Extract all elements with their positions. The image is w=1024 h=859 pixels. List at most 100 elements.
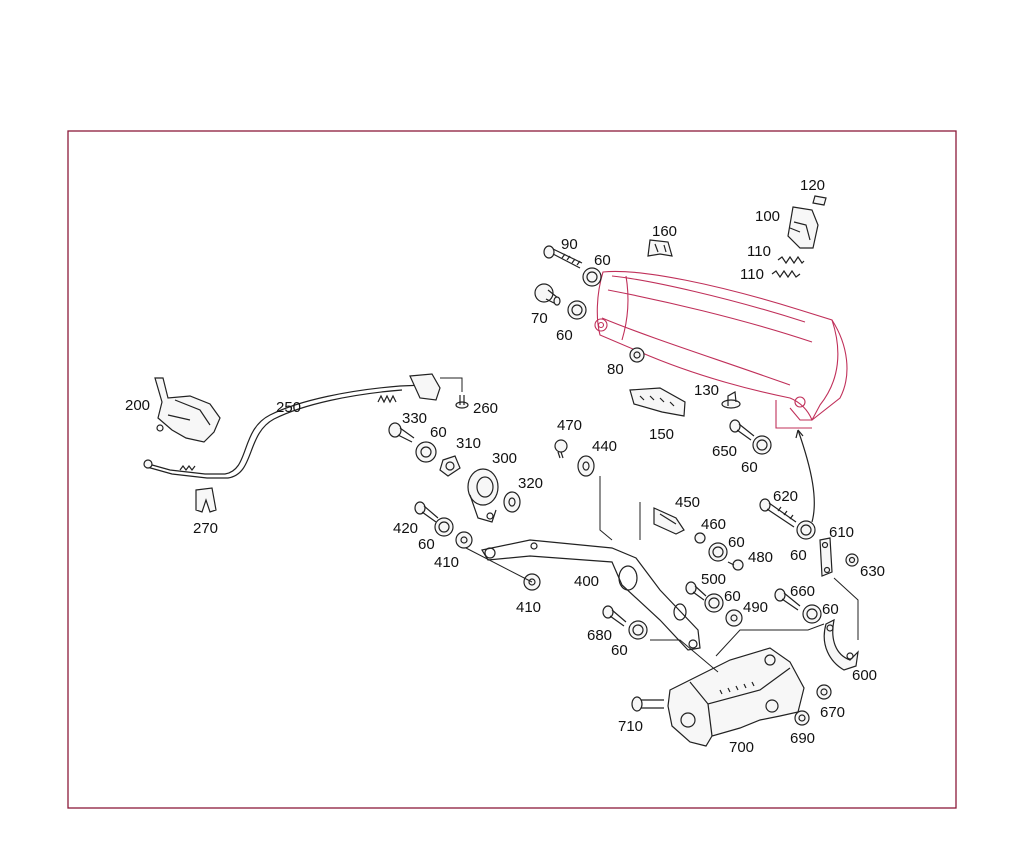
bush-60-shape-e [434, 517, 454, 537]
bolt-710-shape [631, 696, 664, 712]
bush-60-shape-g [796, 520, 816, 540]
clip-270-shape [195, 487, 217, 513]
bolt-680-shape [602, 605, 627, 627]
lock-200-shape [154, 377, 221, 443]
bracket-150-shape [629, 387, 686, 417]
label-620: 620 [773, 488, 798, 505]
arrow-leader-shape [795, 429, 815, 523]
label-250: 250 [276, 399, 301, 416]
label-60: 60 [430, 424, 447, 441]
screw-260-shape [440, 377, 469, 409]
label-450: 450 [675, 494, 700, 511]
label-320: 320 [518, 475, 543, 492]
bush-60-shape-a [582, 267, 602, 287]
bolt-500-shape [685, 581, 707, 601]
bush-60-shape-d [415, 441, 437, 463]
bracket-600-shape [823, 577, 859, 671]
label-440: 440 [592, 438, 617, 455]
mount-700-shape [650, 623, 825, 747]
part-labels: 90 60 160 120 100 110 110 70 60 80 130 1… [125, 177, 885, 756]
label-330: 330 [402, 410, 427, 427]
label-270: 270 [193, 520, 218, 537]
clip-120-shape [812, 195, 827, 206]
washer-690-shape [794, 710, 810, 726]
bush-60-shape-j [628, 620, 648, 640]
bush-60-shape-f [708, 542, 728, 562]
label-80: 80 [607, 361, 624, 378]
link-610-shape [819, 537, 833, 577]
label-90: 90 [561, 236, 578, 253]
label-410: 410 [516, 599, 541, 616]
bolt-420-shape [414, 501, 439, 523]
bush-60-shape-c [752, 435, 772, 455]
label-480: 480 [748, 549, 773, 566]
label-300: 300 [492, 450, 517, 467]
label-60: 60 [611, 642, 628, 659]
label-400: 400 [574, 573, 599, 590]
pulley-300-shape [467, 468, 499, 523]
label-690: 690 [790, 730, 815, 747]
bolt-470-shape [554, 439, 568, 459]
label-60: 60 [822, 601, 839, 618]
spring-110-shape-b [771, 269, 801, 279]
label-60: 60 [741, 459, 758, 476]
nut-670-shape [816, 684, 832, 700]
part-310-shape [439, 455, 461, 477]
bush-60-shape-h [704, 593, 724, 613]
pin-70-shape [534, 283, 561, 306]
label-490: 490 [743, 599, 768, 616]
label-670: 670 [820, 704, 845, 721]
washer-320-shape [503, 491, 521, 513]
label-160: 160 [652, 223, 677, 240]
plug-460-shape [694, 532, 706, 544]
lever-400-shape [465, 476, 701, 651]
label-700: 700 [729, 739, 754, 756]
bush-60-shape-b [567, 300, 587, 320]
cable-250-shape [143, 373, 441, 479]
label-600: 600 [852, 667, 877, 684]
label-630: 630 [860, 563, 885, 580]
label-500: 500 [701, 571, 726, 588]
bolt-650-shape [729, 419, 755, 441]
label-410: 410 [434, 554, 459, 571]
nut-630-shape [845, 553, 859, 567]
label-60: 60 [594, 252, 611, 269]
label-200: 200 [125, 397, 150, 414]
label-60: 60 [728, 534, 745, 551]
label-260: 260 [473, 400, 498, 417]
bolt-660-shape [774, 588, 801, 611]
washer-410-shape-a [455, 531, 473, 549]
bolt-90-shape [543, 245, 583, 269]
label-310: 310 [456, 435, 481, 452]
label-60: 60 [418, 536, 435, 553]
label-70: 70 [531, 310, 548, 327]
diagram-frame [67, 130, 957, 809]
bolt-620-shape [759, 498, 797, 528]
label-710: 710 [618, 718, 643, 735]
label-470: 470 [557, 417, 582, 434]
label-60: 60 [724, 588, 741, 605]
label-110: 110 [747, 243, 771, 260]
label-460: 460 [701, 516, 726, 533]
screw-480-shape [727, 559, 744, 571]
spring-110-shape-a [777, 255, 805, 265]
label-60: 60 [790, 547, 807, 564]
screw-130-shape [721, 391, 741, 409]
nut-80-shape [629, 347, 645, 363]
label-610: 610 [829, 524, 854, 541]
label-120: 120 [800, 177, 825, 194]
cover-panel-shape [594, 270, 848, 429]
label-100: 100 [755, 208, 780, 225]
label-150: 150 [649, 426, 674, 443]
washer-490-shape [725, 609, 743, 627]
label-420: 420 [393, 520, 418, 537]
label-680: 680 [587, 627, 612, 644]
pad-450-shape [653, 507, 685, 535]
label-130: 130 [694, 382, 719, 399]
bush-60-shape-i [802, 604, 822, 624]
label-660: 660 [790, 583, 815, 600]
label-110: 110 [740, 266, 764, 283]
label-60: 60 [556, 327, 573, 344]
washer-440-shape [577, 455, 595, 477]
